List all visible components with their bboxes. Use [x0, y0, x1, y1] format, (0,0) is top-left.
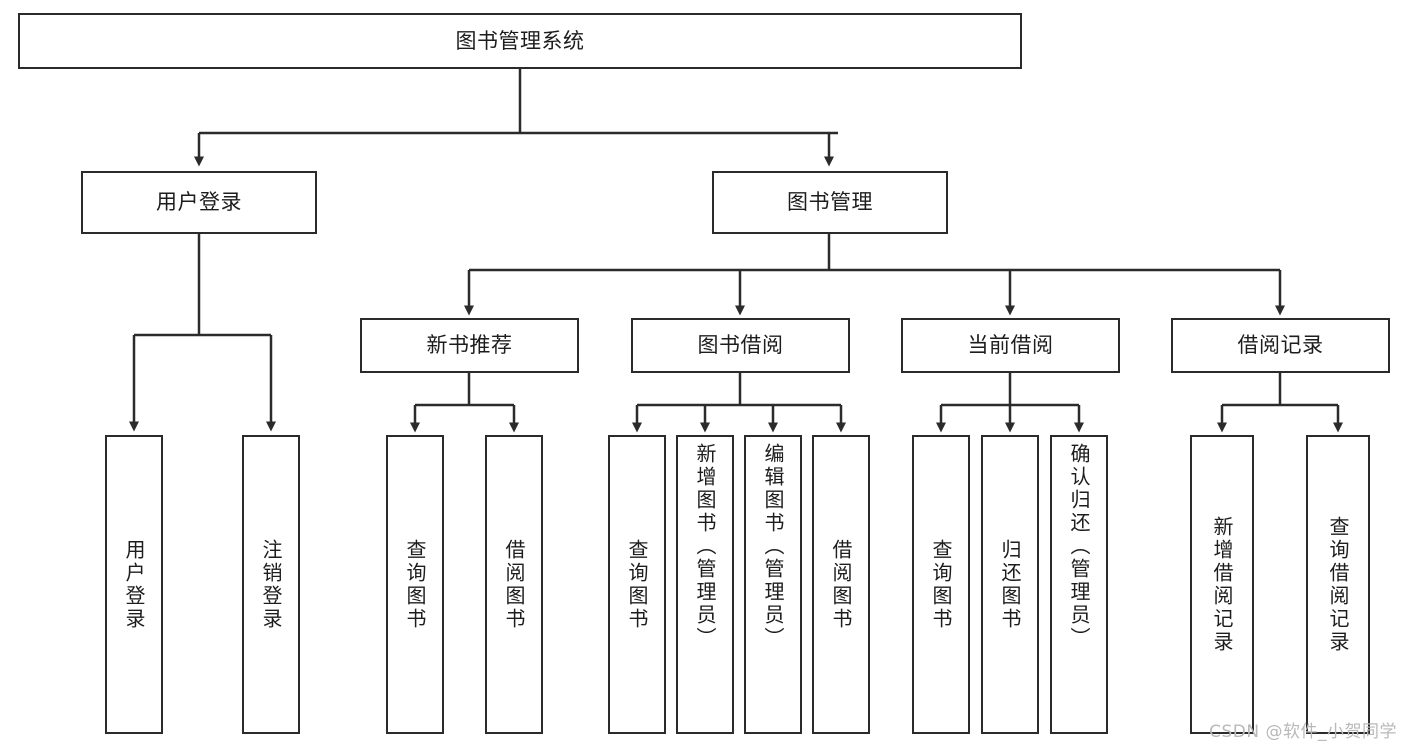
leaf-borrow-add-book[interactable]: 新增图书（管理员）	[676, 435, 734, 734]
leaf-borrow-query-book[interactable]: 查询图书	[608, 435, 666, 734]
leaf-record-query-record[interactable]: 查询借阅记录	[1306, 435, 1370, 734]
leaf-record-add-record-label: 新增借阅记录	[1210, 515, 1234, 654]
leaf-current-query-book[interactable]: 查询图书	[912, 435, 970, 734]
leaf-user-login[interactable]: 用户登录	[105, 435, 163, 734]
watermark-text: CSDN @软件_小贺同学	[1209, 722, 1397, 742]
node-borrow-record[interactable]: 借阅记录	[1171, 318, 1390, 373]
leaf-newbook-borrow-book[interactable]: 借阅图书	[485, 435, 543, 734]
leaf-current-return-book[interactable]: 归还图书	[981, 435, 1039, 734]
leaf-borrow-borrow-book-label: 借阅图书	[829, 538, 853, 631]
leaf-borrow-edit-book[interactable]: 编辑图书（管理员）	[744, 435, 802, 734]
leaf-current-query-book-label: 查询图书	[929, 538, 953, 631]
node-current-borrow[interactable]: 当前借阅	[901, 318, 1120, 373]
node-book-manage-label: 图书管理	[787, 190, 873, 215]
leaf-newbook-query-book[interactable]: 查询图书	[386, 435, 444, 734]
leaf-user-login-label: 用户登录	[122, 538, 146, 631]
node-book-borrow-label: 图书借阅	[697, 333, 784, 358]
leaf-borrow-borrow-book[interactable]: 借阅图书	[812, 435, 870, 734]
node-user-login-label: 用户登录	[156, 190, 242, 215]
leaf-borrow-add-book-label: 新增图书（管理员）	[693, 443, 717, 650]
leaf-current-confirm-return-label: 确认归还（管理员）	[1067, 443, 1091, 650]
leaf-current-confirm-return[interactable]: 确认归还（管理员）	[1050, 435, 1108, 734]
leaf-record-query-record-label: 查询借阅记录	[1326, 515, 1350, 654]
node-book-borrow[interactable]: 图书借阅	[631, 318, 850, 373]
leaf-logout[interactable]: 注销登录	[242, 435, 300, 734]
leaf-current-return-book-label: 归还图书	[998, 538, 1022, 631]
leaf-record-add-record[interactable]: 新增借阅记录	[1190, 435, 1254, 734]
leaf-borrow-edit-book-label: 编辑图书（管理员）	[761, 443, 785, 650]
node-book-manage[interactable]: 图书管理	[712, 171, 948, 234]
leaf-newbook-query-book-label: 查询图书	[403, 538, 427, 631]
leaf-borrow-query-book-label: 查询图书	[625, 538, 649, 631]
node-current-borrow-label: 当前借阅	[967, 333, 1054, 358]
leaf-logout-label: 注销登录	[259, 538, 283, 631]
node-root-label: 图书管理系统	[455, 28, 585, 53]
node-user-login[interactable]: 用户登录	[81, 171, 317, 234]
leaf-newbook-borrow-book-label: 借阅图书	[502, 538, 526, 631]
node-new-book-recommend[interactable]: 新书推荐	[360, 318, 579, 373]
node-new-book-recommend-label: 新书推荐	[426, 333, 513, 358]
node-borrow-record-label: 借阅记录	[1237, 333, 1324, 358]
node-root[interactable]: 图书管理系统	[18, 13, 1022, 69]
